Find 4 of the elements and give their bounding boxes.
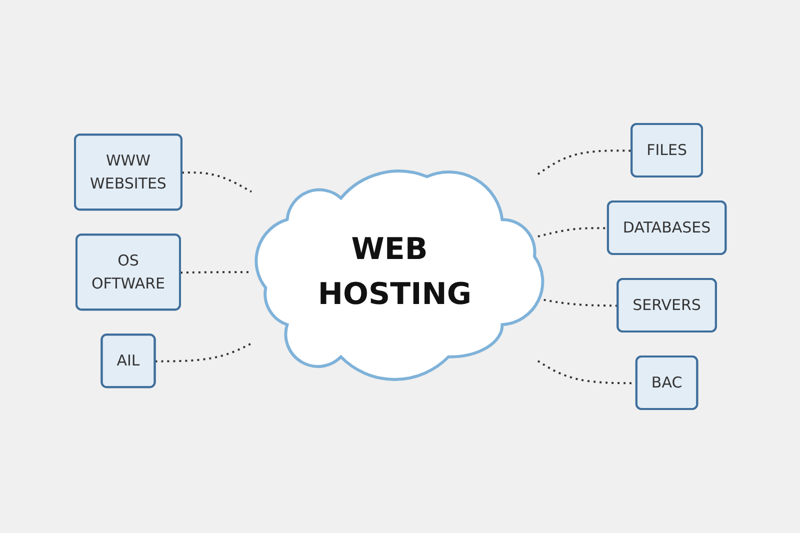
connector	[154, 342, 252, 362]
connector	[180, 271, 252, 274]
connector	[182, 172, 252, 193]
connector	[537, 150, 632, 175]
